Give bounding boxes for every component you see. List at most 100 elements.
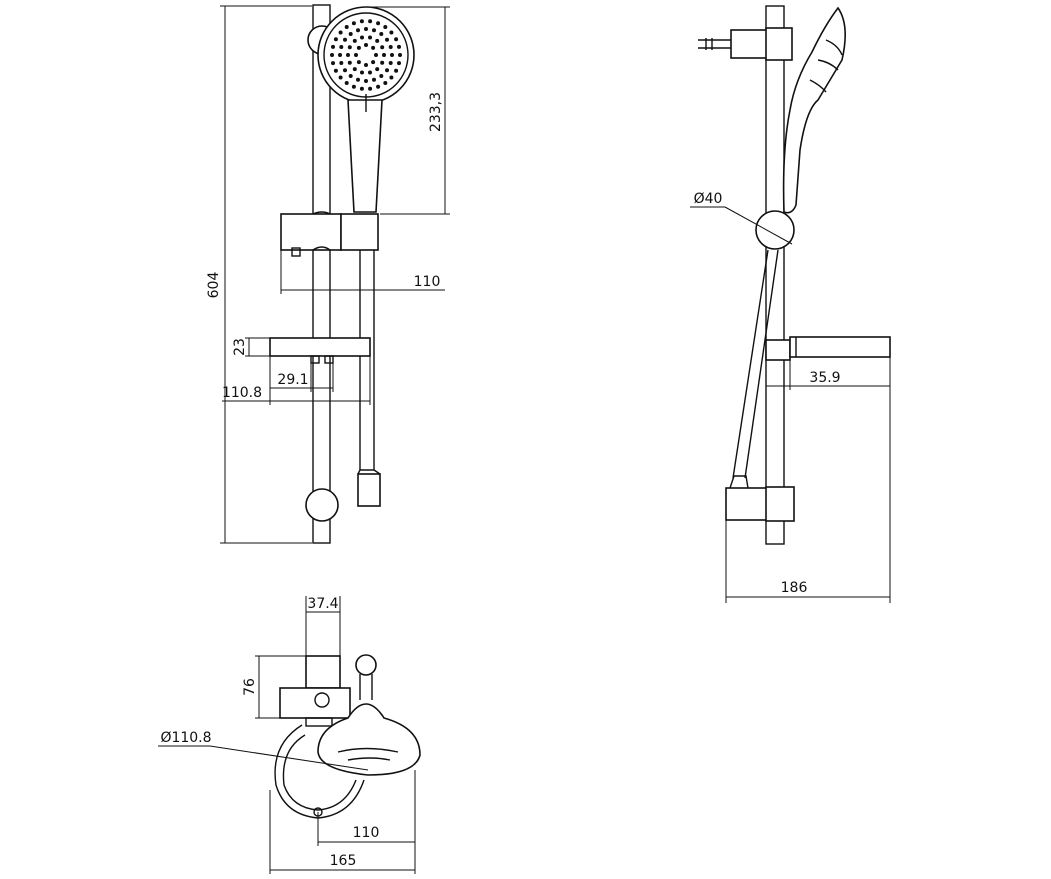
dim-text-29-1: 29.1 (277, 372, 308, 388)
spray-nozzle (389, 30, 394, 35)
spray-nozzle (333, 37, 338, 42)
spray-nozzle (356, 45, 361, 50)
front-view: 604 233,3 110 23 29.1 (206, 4, 450, 544)
spray-nozzle (385, 68, 389, 73)
hand-shower-top (317, 703, 421, 776)
slide-rail (312, 4, 331, 544)
soap-dish (269, 337, 371, 364)
spray-nozzle (383, 81, 388, 85)
hand-shower-side (782, 6, 846, 214)
dim-holder-offset: 110 (280, 250, 445, 294)
spray-nozzle (352, 67, 357, 72)
dim-dish-width: 110.8 (222, 356, 371, 405)
spray-nozzle (344, 25, 349, 29)
spray-nozzle (331, 61, 335, 66)
dim-text-604: 604 (206, 272, 222, 299)
spray-nozzle (347, 45, 352, 50)
spray-nozzle (368, 70, 372, 75)
spray-nozzle (371, 60, 376, 65)
spray-nozzle (356, 60, 361, 65)
spray-nozzle (388, 61, 393, 65)
spray-nozzle (397, 61, 401, 66)
spray-nozzle (348, 32, 353, 36)
ball-joint (755, 210, 795, 250)
spray-nozzle (347, 60, 352, 65)
soap-dish-side (789, 336, 891, 358)
side-rail (765, 5, 785, 545)
spray-nozzle (338, 30, 343, 35)
spray-nozzle (352, 38, 357, 43)
spray-nozzle (371, 45, 376, 50)
spray-nozzle (383, 25, 388, 29)
spray-nozzle (354, 53, 358, 57)
spray-nozzle (380, 45, 385, 50)
spray-nozzle (385, 37, 389, 42)
spray-nozzle (394, 37, 399, 42)
spray-nozzle (368, 19, 373, 24)
dim-bar-diameter: Ø40 (690, 191, 793, 245)
dim-dish-diameter: Ø110.8 (158, 730, 369, 771)
spray-nozzle (356, 77, 360, 82)
spray-nozzle (390, 53, 394, 57)
spray-nozzle (356, 28, 360, 33)
dim-overall: 165 (269, 790, 416, 874)
slider-holder (280, 211, 379, 257)
spray-nozzle (330, 53, 334, 57)
spray-nozzle (397, 44, 401, 49)
spray-nozzle (360, 35, 364, 40)
spray-nozzle (375, 67, 380, 72)
dim-text-d110-8: Ø110.8 (160, 730, 211, 746)
dim-offset: 110 (317, 770, 416, 846)
spray-nozzle (348, 74, 353, 78)
spray-nozzle (388, 45, 393, 49)
spray-nozzle (339, 45, 344, 49)
spray-nozzle (333, 68, 338, 73)
spray-nozzle (379, 32, 384, 36)
spray-nozzle (364, 79, 368, 83)
dim-text-110-top: 110 (353, 825, 380, 841)
spray-nozzle (374, 53, 378, 57)
dim-dish-depth: 35.9 (765, 357, 890, 390)
dim-projection: 186 (725, 357, 891, 603)
spray-nozzle (346, 53, 350, 57)
spray-nozzle (376, 21, 381, 26)
dim-text-37-4: 37.4 (307, 596, 338, 612)
dim-text-110-8: 110.8 (222, 385, 262, 401)
spray-nozzle (360, 70, 364, 75)
dim-bracket-depth: 76 (242, 655, 306, 719)
top-view: 37.4 76 Ø110.8 110 165 (158, 596, 421, 874)
hand-shower (317, 6, 415, 213)
spray-nozzle (379, 74, 384, 78)
spray-nozzle (375, 38, 380, 43)
spray-nozzle (372, 28, 376, 33)
dim-hand-shower: 233,3 (366, 6, 450, 215)
spray-nozzle (331, 44, 335, 49)
spray-nozzle (364, 43, 368, 47)
spray-nozzle (394, 68, 399, 73)
spray-nozzle (359, 86, 364, 91)
side-hose (732, 249, 779, 479)
dim-text-23: 23 (232, 338, 248, 356)
spray-nozzle (338, 75, 343, 80)
dim-text-186: 186 (781, 580, 808, 596)
dim-text-76: 76 (242, 678, 258, 696)
shower-hose (359, 250, 375, 470)
dim-text-233-3: 233,3 (428, 92, 444, 132)
spray-nozzle (364, 27, 368, 31)
side-view: Ø40 35.9 186 (690, 5, 891, 603)
spray-nozzle (343, 37, 347, 42)
spray-nozzle (359, 19, 364, 24)
soap-dish-ring (274, 724, 365, 819)
spray-nozzles (330, 19, 402, 91)
spray-nozzle (368, 86, 373, 91)
spray-nozzle (339, 61, 344, 65)
spray-nozzle (380, 60, 385, 65)
hose-connector (357, 473, 381, 507)
dim-bracket-width: 37.4 (305, 596, 341, 656)
dim-dish-height: 23 (232, 337, 270, 357)
dim-text-35-9: 35.9 (809, 370, 840, 386)
spray-nozzle (343, 68, 347, 73)
dim-text-110: 110 (414, 274, 441, 290)
dim-text-d40: Ø40 (694, 191, 723, 207)
spray-nozzle (398, 53, 402, 57)
